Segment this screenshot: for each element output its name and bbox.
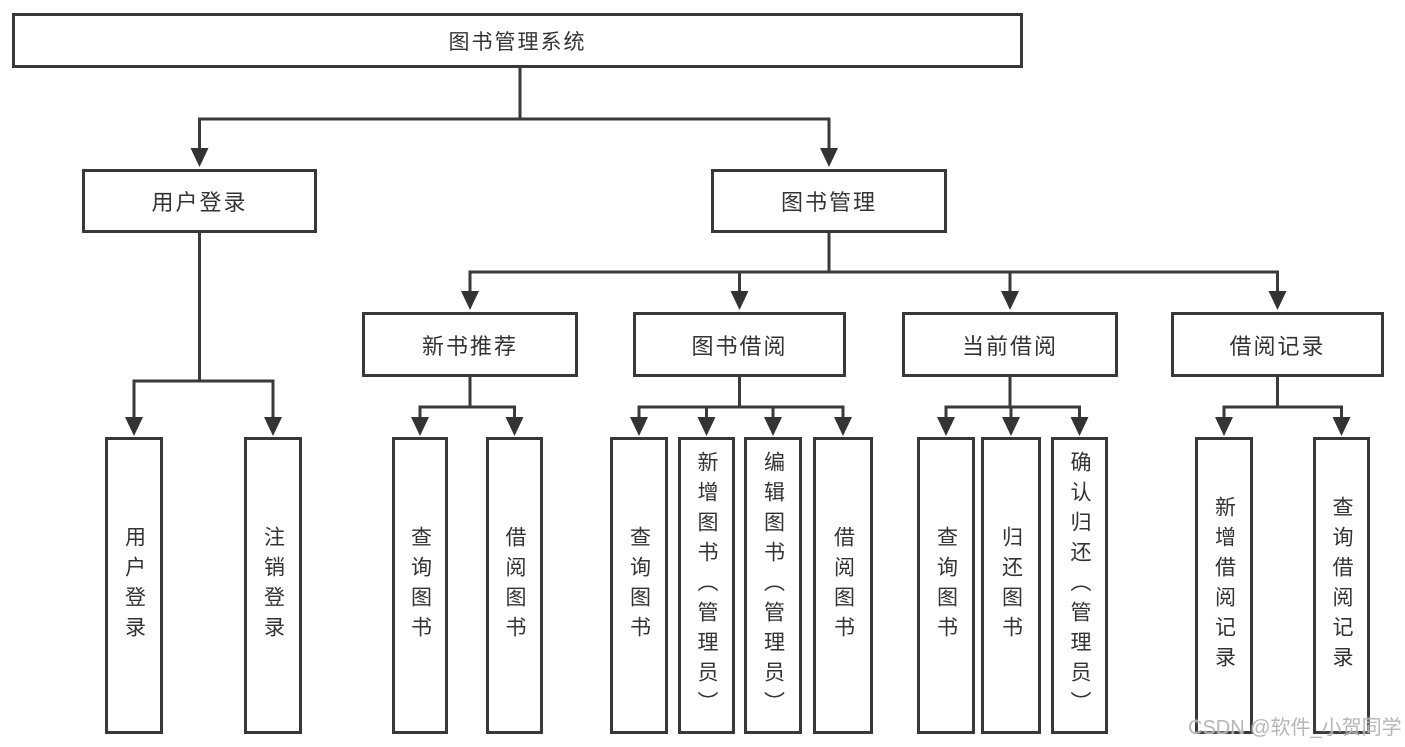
connector-newbooks-children — [411, 377, 524, 436]
leaf-bb-query-books: 查询图书 — [610, 437, 668, 734]
node-new-book-recommend: 新书推荐 — [362, 312, 578, 377]
connector-bookborrow-children — [630, 377, 852, 436]
leaf-br-add-record: 新增借阅记录 — [1195, 437, 1253, 734]
node-book-borrowing: 图书借阅 — [633, 312, 846, 377]
connector-root-to-level2 — [190, 68, 838, 167]
connector-userlogin-children — [125, 233, 282, 436]
leaf-bb-add-books-admin: 新增图书（管理员） — [678, 437, 735, 734]
node-root-system: 图书管理系统 — [12, 13, 1023, 68]
connector-bookmgmt-to-level3 — [461, 233, 1287, 310]
csdn-watermark: CSDN @软件_小贺同学 — [1188, 717, 1402, 739]
leaf-user-login: 用户登录 — [105, 437, 163, 734]
connector-currentborrow-children — [937, 377, 1089, 436]
leaf-logout: 注销登录 — [244, 437, 302, 734]
node-current-borrowing: 当前借阅 — [902, 312, 1118, 377]
leaf-br-query-record: 查询借阅记录 — [1313, 437, 1370, 734]
leaf-cb-return-books: 归还图书 — [981, 437, 1041, 734]
connector-borrowrecords-children — [1215, 377, 1351, 436]
leaf-nb-query-books: 查询图书 — [392, 437, 448, 734]
leaf-cb-confirm-return-admin: 确认归还（管理员） — [1051, 437, 1108, 734]
leaf-nb-borrow-books: 借阅图书 — [486, 437, 543, 734]
node-book-management: 图书管理 — [711, 169, 947, 233]
node-borrowing-records: 借阅记录 — [1171, 312, 1384, 377]
leaf-bb-edit-books-admin: 编辑图书（管理员） — [744, 437, 802, 734]
leaf-bb-borrow-books: 借阅图书 — [813, 437, 873, 734]
node-user-login: 用户登录 — [82, 169, 317, 233]
leaf-cb-query-books: 查询图书 — [917, 437, 975, 734]
